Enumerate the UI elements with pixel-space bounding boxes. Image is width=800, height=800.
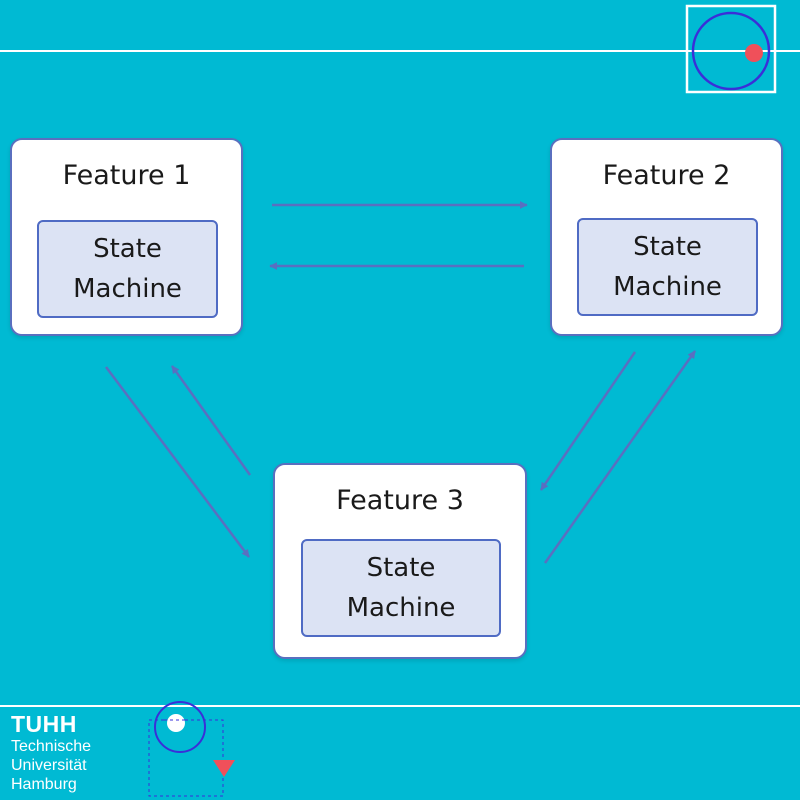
decor-dot-icon [745,44,763,62]
state-machine-line2: Machine [73,274,182,304]
state-machine-line2: Machine [346,593,456,623]
decor-circle-icon [154,701,206,753]
tuhh-logo: TUHH Technische Universität Hamburg [11,711,91,794]
bottom-divider-line [0,705,800,707]
feature-3-title: Feature 3 [336,485,464,516]
state-machine-line2: Machine [613,272,722,302]
logo-line-1: Technische [11,738,92,755]
arrow-feature1-to-feature3 [105,366,250,558]
feature-2-state-machine: State Machine [577,218,758,316]
decor-square [685,4,777,94]
decor-white-dot-icon [167,714,185,732]
logo-name: TUHH [11,711,77,737]
feature-2-title: Feature 2 [602,160,731,191]
decor-triangle-icon [213,760,235,777]
state-machine-line1: State [93,234,162,264]
feature-1-box: Feature 1 State Machine [10,138,243,336]
feature-1-state-machine: State Machine [37,220,218,318]
top-decoration [685,4,777,94]
state-machine-line1: State [366,553,436,583]
state-machine-line1: State [633,232,702,262]
feature-2-box: Feature 2 State Machine [550,138,783,336]
decor-dashed-square [148,719,224,797]
feature-3-box: Feature 3 State Machine [273,463,527,659]
logo-line-3: Hamburg [11,776,77,793]
arrow-feature3-to-feature2 [543,350,697,564]
feature-1-title: Feature 1 [62,160,191,191]
bottom-decoration [148,701,235,797]
arrow-feature2-to-feature3 [539,351,637,491]
arrow-feature3-to-feature1 [170,365,252,476]
feature-3-state-machine: State Machine [301,539,501,637]
top-divider-line [0,50,800,52]
decor-circle-icon [691,11,771,91]
logo-line-2: Universität [11,757,87,774]
